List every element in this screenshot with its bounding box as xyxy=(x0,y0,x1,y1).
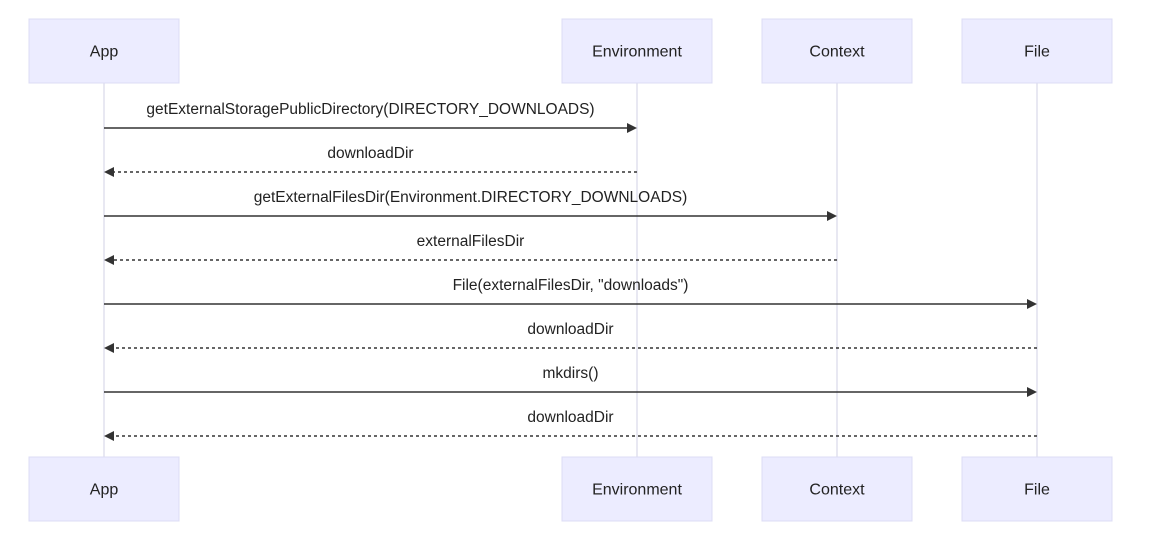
actor-label: App xyxy=(90,44,119,61)
message-7: mkdirs() xyxy=(104,365,1037,397)
actor-file-top: File xyxy=(961,18,1113,84)
message-label: File(externalFilesDir, "downloads") xyxy=(453,277,689,294)
actor-label: Context xyxy=(809,482,865,499)
arrowhead-icon xyxy=(104,343,114,353)
message-1: getExternalStoragePublicDirectory(DIRECT… xyxy=(104,101,637,133)
lifelines xyxy=(103,83,1038,457)
message-2: downloadDir xyxy=(104,145,637,177)
message-label: getExternalFilesDir(Environment.DIRECTOR… xyxy=(254,189,688,206)
actor-context-top: Context xyxy=(761,18,913,84)
actor-file-bottom: File xyxy=(961,456,1113,522)
actor-app-top: App xyxy=(28,18,180,84)
actor-label: Context xyxy=(809,44,865,61)
actor-box xyxy=(28,456,180,522)
actor-box xyxy=(761,456,913,522)
message-label: downloadDir xyxy=(527,321,613,338)
actor-box xyxy=(561,18,713,84)
actor-box xyxy=(761,18,913,84)
arrowhead-icon xyxy=(104,431,114,441)
actor-label: App xyxy=(90,482,119,499)
actor-label: File xyxy=(1024,482,1050,499)
actor-environment-top: Environment xyxy=(561,18,713,84)
arrowhead-icon xyxy=(104,255,114,265)
actor-label: Environment xyxy=(592,44,682,61)
message-label: externalFilesDir xyxy=(417,233,525,250)
arrowhead-icon xyxy=(627,123,637,133)
message-8: downloadDir xyxy=(104,409,1037,441)
message-label: mkdirs() xyxy=(543,365,599,382)
message-4: externalFilesDir xyxy=(104,233,837,265)
arrowhead-icon xyxy=(104,167,114,177)
actor-label: File xyxy=(1024,44,1050,61)
message-label: downloadDir xyxy=(327,145,413,162)
actor-environment-bottom: Environment xyxy=(561,456,713,522)
arrowhead-icon xyxy=(827,211,837,221)
message-3: getExternalFilesDir(Environment.DIRECTOR… xyxy=(104,189,837,221)
actor-label: Environment xyxy=(592,482,682,499)
actor-box xyxy=(561,456,713,522)
message-6: downloadDir xyxy=(104,321,1037,353)
arrowhead-icon xyxy=(1027,387,1037,397)
actor-context-bottom: Context xyxy=(761,456,913,522)
message-5: File(externalFilesDir, "downloads") xyxy=(104,277,1037,309)
message-label: getExternalStoragePublicDirectory(DIRECT… xyxy=(146,101,594,118)
actor-app-bottom: App xyxy=(28,456,180,522)
actor-box xyxy=(961,456,1113,522)
actor-box xyxy=(28,18,180,84)
messages: getExternalStoragePublicDirectory(DIRECT… xyxy=(104,101,1037,441)
message-label: downloadDir xyxy=(527,409,613,426)
actors-bottom: App Environment Context File xyxy=(28,456,1113,522)
actor-box xyxy=(961,18,1113,84)
arrowhead-icon xyxy=(1027,299,1037,309)
actors-top: App Environment Context File xyxy=(28,18,1113,84)
